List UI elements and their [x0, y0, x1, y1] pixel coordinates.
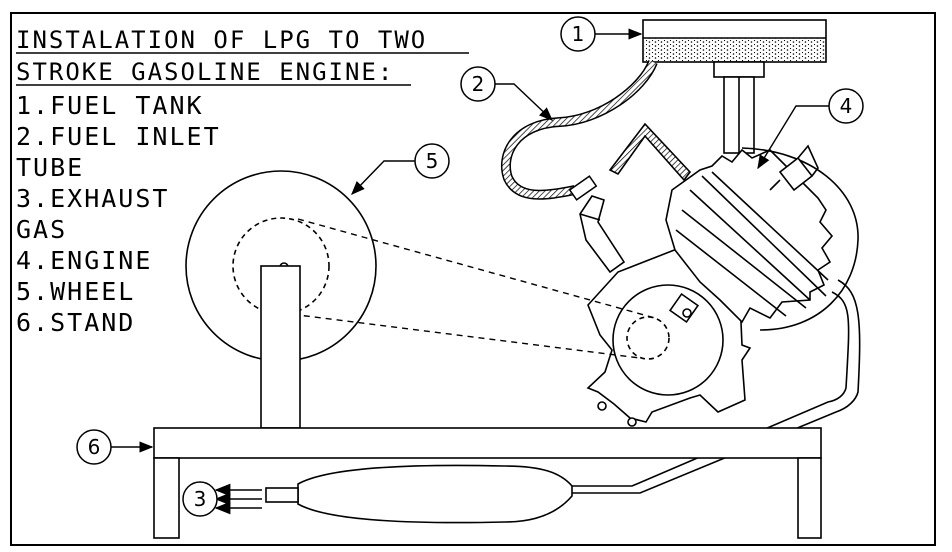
- legend-item: 6.STAND: [16, 308, 135, 337]
- callout-2-label: 2: [472, 72, 485, 96]
- callout-1-label: 1: [572, 22, 585, 46]
- exhaust-pipe: [570, 279, 861, 494]
- fuel-level: [644, 38, 825, 61]
- title-line-2: STROKE GASOLINE ENGINE:: [16, 58, 394, 86]
- engine: [579, 122, 859, 427]
- drive-belt: [281, 218, 656, 359]
- drawing-border: [10, 12, 936, 546]
- title-line-1: INSTALATION OF LPG TO TWO: [16, 26, 427, 54]
- callout-6: 6: [76, 429, 154, 465]
- muffler: [265, 464, 573, 524]
- fuel-tank: [642, 19, 827, 154]
- stand: [153, 265, 822, 539]
- legend-list: 1.FUEL TANK 2.FUEL INLET TUBE 3.EXHAUST …: [16, 91, 221, 337]
- callout-4: 4: [757, 88, 864, 170]
- legend-item: 3.EXHAUST: [16, 184, 169, 213]
- callout-3: 3: [182, 481, 218, 517]
- callout-4-label: 4: [840, 94, 853, 118]
- legend-item: 4.ENGINE: [16, 246, 152, 275]
- legend-item: 1.FUEL TANK: [16, 91, 204, 120]
- exhaust-gas-arrows: [214, 483, 262, 515]
- callout-3-label: 3: [194, 487, 207, 511]
- legend-item: 5.WHEEL: [16, 277, 135, 306]
- callout-2: 2: [460, 66, 554, 121]
- callout-6-label: 6: [88, 435, 101, 459]
- fuel-inlet-tube: [500, 59, 658, 201]
- callout-5-label: 5: [426, 149, 439, 173]
- title-block: INSTALATION OF LPG TO TWO STROKE GASOLIN…: [16, 26, 469, 86]
- callout-5: 5: [351, 143, 450, 196]
- callout-1: 1: [560, 16, 643, 52]
- legend-item: 2.FUEL INLET: [16, 122, 221, 151]
- legend-item: GAS: [16, 215, 67, 244]
- legend-item: TUBE: [16, 153, 84, 182]
